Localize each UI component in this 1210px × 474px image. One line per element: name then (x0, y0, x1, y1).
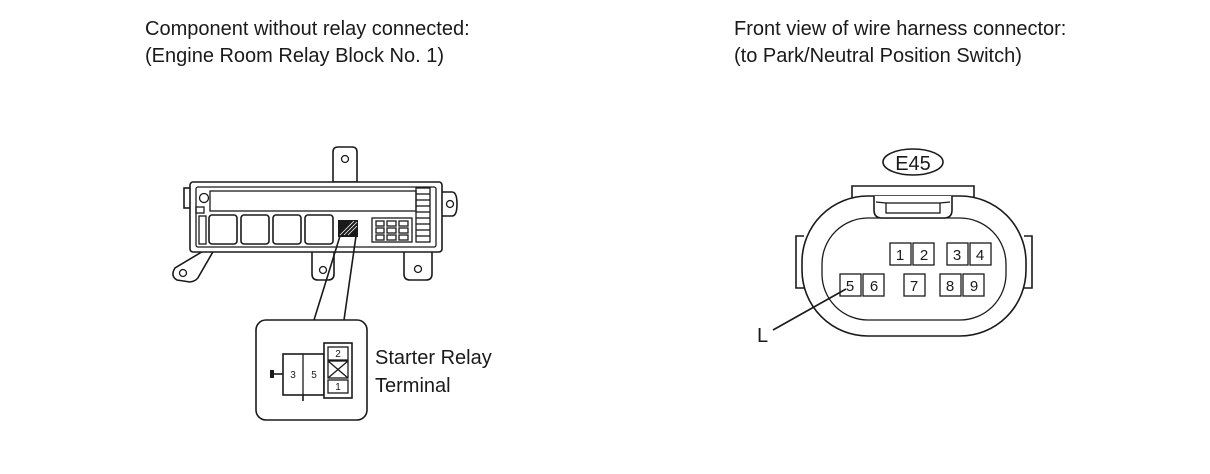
relay-terminal-detail: 3 5 2 1 (255, 319, 368, 421)
connector-e45: E45 1 2 3 4 5 6 7 8 9 (795, 148, 1033, 337)
relay-block (172, 146, 458, 283)
pin-5: 5 (846, 278, 854, 295)
right-caption: Front view of wire harness connector: (t… (734, 16, 1066, 70)
right-caption-line2: (to Park/Neutral Position Switch) (734, 45, 1022, 67)
pin-3: 3 (953, 247, 961, 264)
pin-6: 6 (870, 278, 878, 295)
relay-terminal-1: 1 (335, 382, 341, 393)
wire-color-label: L (757, 325, 768, 347)
relay-terminal-3: 3 (290, 370, 296, 381)
left-caption-line1: Component without relay connected: (145, 18, 470, 40)
right-caption-line1: Front view of wire harness connector: (734, 18, 1067, 40)
pin-2: 2 (920, 247, 928, 264)
starter-relay-label-line2: Terminal (375, 375, 451, 397)
pin-9: 9 (970, 278, 978, 295)
pin-4: 4 (976, 247, 984, 264)
pin-1: 1 (896, 247, 904, 264)
callout-leader (313, 235, 357, 321)
starter-relay-label-line1: Starter Relay (375, 347, 492, 369)
pin-8: 8 (946, 278, 954, 295)
left-caption: Component without relay connected: (Engi… (145, 16, 470, 70)
connector-id: E45 (895, 153, 931, 175)
relay-terminal-5: 5 (311, 370, 317, 381)
left-caption-line2: (Engine Room Relay Block No. 1) (145, 45, 445, 67)
relay-terminal-2: 2 (335, 349, 341, 360)
wire-color-callout: L (757, 288, 847, 347)
pin-7: 7 (910, 278, 918, 295)
